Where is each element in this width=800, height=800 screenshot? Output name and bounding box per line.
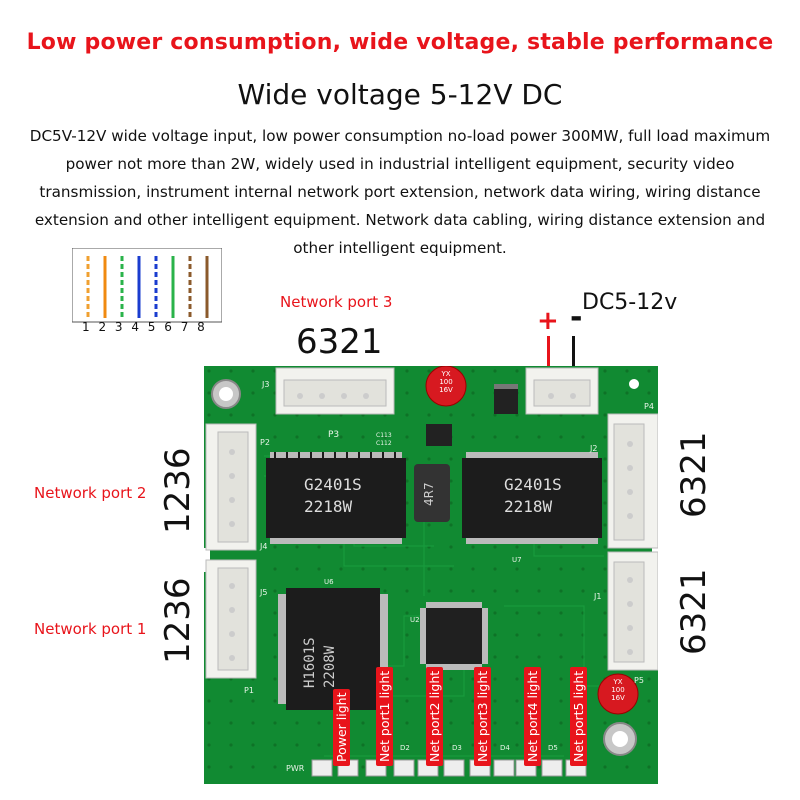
network-port-5-pins: 6321 bbox=[674, 568, 714, 655]
chip1-marking: G2401S 2218W bbox=[304, 474, 362, 518]
cap2-line3: 16V bbox=[611, 694, 625, 702]
network-port-1-label: Network port 1 bbox=[34, 620, 147, 638]
rj45-wiring-diagram: 1 2 3 4 5 6 7 8 bbox=[71, 247, 223, 334]
cap1-marking: YX 100 16V bbox=[434, 370, 458, 394]
silk-j3: J3 bbox=[262, 380, 270, 389]
network-port-3-pins: 6321 bbox=[296, 322, 383, 362]
silk-j4: J4 bbox=[260, 542, 268, 551]
led-label-net-port-5: Net port5 light bbox=[570, 666, 587, 766]
chip1-line2: 2218W bbox=[304, 497, 353, 516]
power-plus-wire bbox=[547, 336, 550, 366]
silk-d4: D4 bbox=[500, 744, 510, 752]
silk-p2: P2 bbox=[260, 438, 270, 447]
silk-c113: C113 bbox=[376, 432, 392, 439]
cap1-line2: 100 bbox=[439, 378, 453, 386]
silk-p3: P3 bbox=[328, 430, 340, 440]
silk-u7: U7 bbox=[512, 556, 522, 564]
power-minus-sign: - bbox=[570, 300, 583, 335]
silk-j2: J2 bbox=[590, 444, 598, 453]
cap1-line3: 16V bbox=[439, 386, 453, 394]
chip2-marking: G2401S 2218W bbox=[504, 474, 562, 518]
silk-d5: D5 bbox=[548, 744, 558, 752]
chip3-marking: H1601S 2208W bbox=[300, 637, 340, 688]
cap2-line1: YX bbox=[613, 678, 623, 686]
silk-pwr: PWR bbox=[286, 764, 305, 773]
led-label-power: Power light bbox=[333, 688, 350, 766]
silk-u6: U6 bbox=[324, 578, 334, 586]
silk-j1: J1 bbox=[594, 592, 602, 601]
chip1-line1: G2401S bbox=[304, 475, 362, 494]
inductor-marking: 4R7 bbox=[422, 482, 436, 506]
power-label: DC5-12v bbox=[582, 290, 678, 315]
subtitle: Wide voltage 5-12V DC bbox=[237, 78, 563, 111]
network-port-1-pins: 1236 bbox=[158, 577, 198, 664]
wiring-pin-numbers: 1 2 3 4 5 6 7 8 bbox=[82, 320, 208, 334]
led-label-net-port-2: Net port2 light bbox=[426, 666, 443, 766]
silk-c112: C112 bbox=[376, 440, 392, 447]
network-port-3-label: Network port 3 bbox=[280, 293, 393, 311]
silk-p5: P5 bbox=[634, 676, 644, 685]
silk-p1: P1 bbox=[244, 686, 254, 695]
silk-u2: U2 bbox=[410, 616, 420, 624]
silk-d2: D2 bbox=[400, 744, 410, 752]
silk-d3: D3 bbox=[452, 744, 462, 752]
cap2-marking: YX 100 16V bbox=[606, 678, 630, 702]
led-label-net-port-1: Net port1 light bbox=[376, 666, 393, 766]
chip2-line2: 2218W bbox=[504, 497, 553, 516]
description: DC5V-12V wide voltage input, low power c… bbox=[29, 127, 771, 257]
headline: Low power consumption, wide voltage, sta… bbox=[26, 30, 774, 55]
cap2-line2: 100 bbox=[611, 686, 625, 694]
power-minus-wire bbox=[572, 336, 575, 366]
network-port-2-label: Network port 2 bbox=[34, 484, 147, 502]
cap1-line1: YX bbox=[441, 370, 451, 378]
chip3-line2: 2208W bbox=[322, 645, 338, 688]
wiring-lines-graphic bbox=[71, 247, 223, 323]
silk-j5: J5 bbox=[260, 588, 268, 597]
led-label-net-port-4: Net port4 light bbox=[524, 666, 541, 766]
silk-p4: P4 bbox=[644, 402, 654, 411]
power-plus-sign: + bbox=[537, 306, 559, 336]
network-port-4-pins: 6321 bbox=[674, 431, 714, 518]
chip2-line1: G2401S bbox=[504, 475, 562, 494]
network-port-2-pins: 1236 bbox=[158, 447, 198, 534]
led-label-net-port-3: Net port3 light bbox=[474, 666, 491, 766]
chip3-line1: H1601S bbox=[302, 637, 318, 688]
